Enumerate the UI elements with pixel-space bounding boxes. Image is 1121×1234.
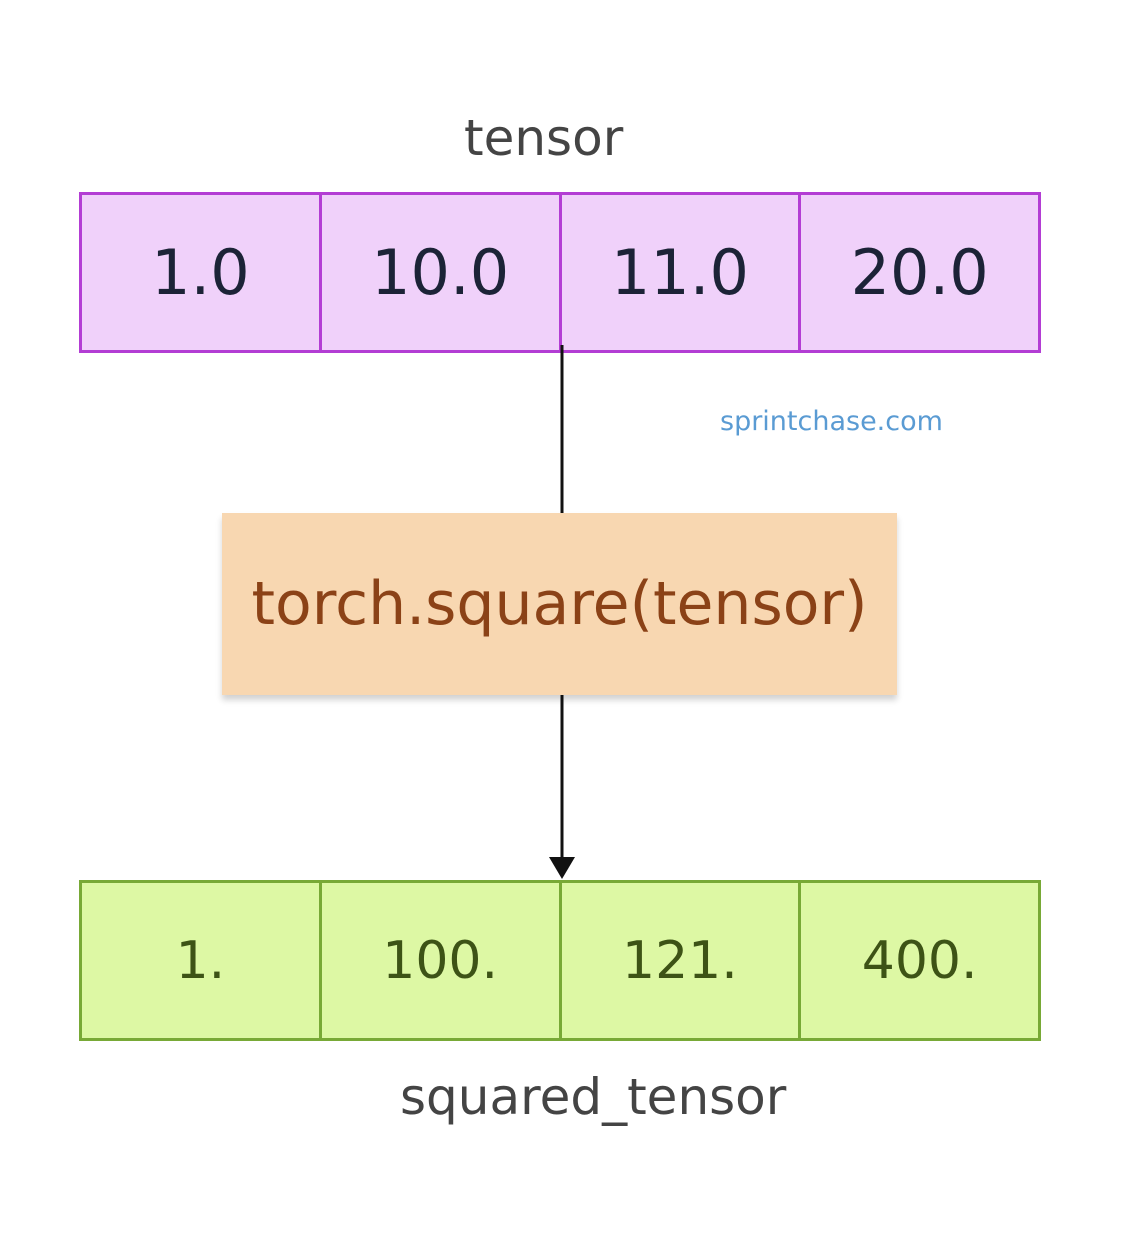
input-cell-2: 11.0	[558, 192, 802, 353]
output-cell-1: 100.	[318, 880, 562, 1041]
arrow-head	[549, 857, 575, 879]
watermark-text: sprintchase.com	[720, 406, 943, 437]
input-cell-3: 20.0	[798, 192, 1041, 353]
input-cell-0: 1.0	[79, 192, 322, 353]
input-tensor-label: tensor	[464, 109, 624, 167]
output-tensor-label: squared_tensor	[400, 1068, 787, 1126]
output-cell-2: 121.	[558, 880, 802, 1041]
output-tensor-row: 1. 100. 121. 400.	[79, 880, 1041, 1041]
operation-label: torch.square(tensor)	[251, 569, 868, 639]
input-tensor-row: 1.0 10.0 11.0 20.0	[79, 192, 1041, 353]
operation-box: torch.square(tensor)	[222, 513, 897, 695]
output-cell-3: 400.	[798, 880, 1041, 1041]
output-cell-0: 1.	[79, 880, 322, 1041]
